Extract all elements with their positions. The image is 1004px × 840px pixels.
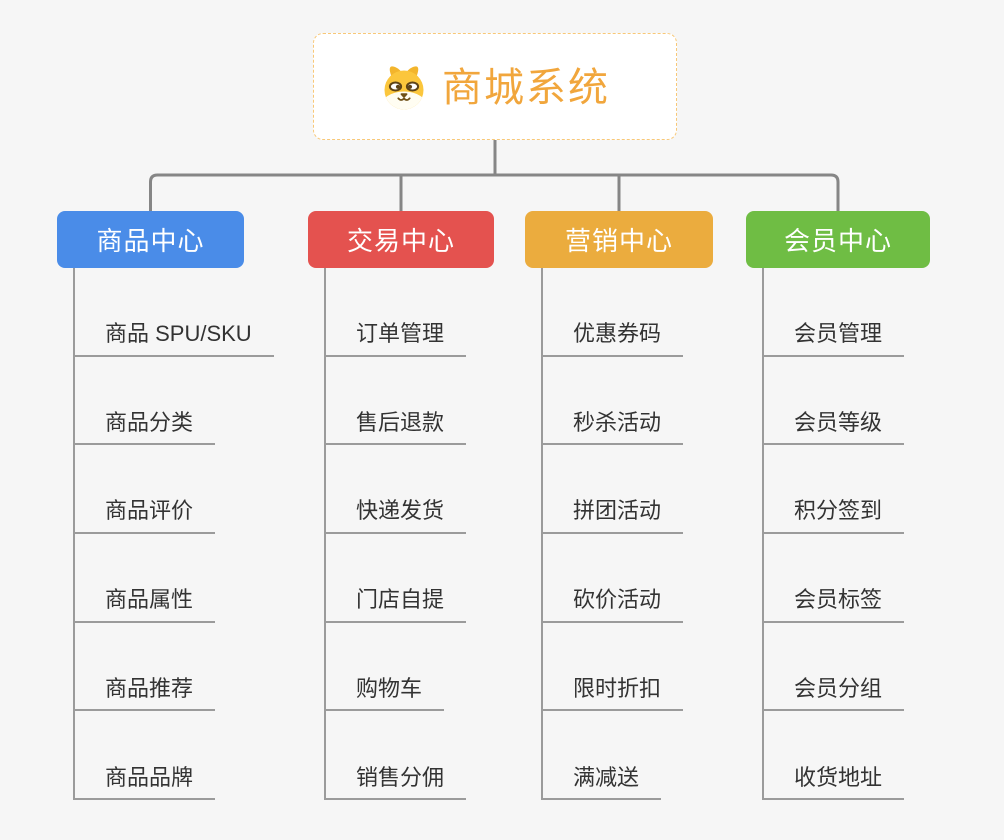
leaf-node-label: 满减送 — [573, 764, 640, 790]
leaf-node-label: 会员等级 — [794, 409, 883, 435]
leaf-row: 快递发货 — [326, 445, 467, 535]
leaf-node-label: 快递发货 — [356, 498, 445, 524]
leaf-node-label: 优惠券码 — [573, 321, 662, 347]
leaf-node-label: 会员标签 — [794, 587, 883, 613]
branch-node-marketing[interactable]: 营销中心 — [525, 211, 713, 268]
leaf-node[interactable]: 限时折扣 — [543, 675, 684, 712]
leaf-node[interactable]: 会员标签 — [764, 586, 905, 623]
leaf-node[interactable]: 商品属性 — [75, 586, 216, 623]
leaf-row: 商品属性 — [75, 534, 274, 623]
leaf-node-label: 商品品牌 — [105, 764, 194, 790]
leaf-row: 购物车 — [326, 623, 466, 712]
leaf-row: 积分签到 — [764, 445, 905, 535]
leaf-row: 会员管理 — [764, 268, 905, 357]
leaf-row: 商品推荐 — [75, 623, 274, 712]
leaf-node[interactable]: 商品推荐 — [75, 675, 216, 712]
leaf-node-label: 售后退款 — [356, 409, 445, 435]
leaf-row: 会员分组 — [764, 623, 905, 712]
leaf-node-label: 积分签到 — [794, 498, 883, 524]
leaf-node[interactable]: 满减送 — [543, 764, 662, 801]
leaf-node[interactable]: 积分签到 — [764, 497, 905, 535]
leaf-row: 优惠券码 — [543, 268, 684, 357]
leaf-row: 商品 SPU/SKU — [75, 268, 274, 357]
leaf-node-label: 会员分组 — [794, 675, 883, 701]
leaf-node[interactable]: 购物车 — [326, 675, 445, 712]
branch-node-label: 营销中心 — [564, 226, 673, 256]
leaf-row: 砍价活动 — [543, 534, 684, 623]
root-title: 商城系统 — [442, 65, 610, 110]
leaf-node-label: 商品分类 — [105, 409, 194, 435]
leaf-node-label: 秒杀活动 — [573, 409, 662, 435]
leaf-row: 满减送 — [543, 711, 683, 801]
leaf-node-label: 商品属性 — [105, 587, 194, 613]
leaf-row: 售后退款 — [326, 357, 467, 446]
leaf-node-label: 商品 SPU/SKU — [105, 321, 252, 347]
leaf-node[interactable]: 售后退款 — [326, 409, 467, 446]
leaf-node-label: 拼团活动 — [573, 498, 662, 524]
branch-node-label: 交易中心 — [346, 226, 455, 256]
branch-node-member[interactable]: 会员中心 — [746, 211, 930, 268]
branch-children-marketing: 优惠券码秒杀活动拼团活动砍价活动限时折扣满减送 — [541, 268, 684, 801]
leaf-node[interactable]: 收货地址 — [764, 764, 905, 801]
leaf-node[interactable]: 订单管理 — [326, 320, 467, 357]
leaf-row: 商品分类 — [75, 357, 274, 446]
leaf-node[interactable]: 门店自提 — [326, 586, 467, 623]
leaf-row: 门店自提 — [326, 534, 467, 623]
leaf-row: 商品品牌 — [75, 711, 274, 801]
leaf-node-label: 购物车 — [356, 675, 423, 701]
leaf-node[interactable]: 秒杀活动 — [543, 409, 684, 446]
leaf-node-label: 商品推荐 — [105, 675, 194, 701]
branch-node-label: 商品中心 — [96, 226, 205, 256]
leaf-node[interactable]: 销售分佣 — [326, 764, 467, 801]
root-node[interactable]: 商城系统 — [313, 33, 677, 140]
leaf-row: 销售分佣 — [326, 711, 467, 801]
leaf-node-label: 砍价活动 — [573, 587, 662, 613]
leaf-row: 会员等级 — [764, 357, 905, 446]
leaf-node[interactable]: 商品评价 — [75, 497, 216, 535]
branch-children-trade: 订单管理售后退款快递发货门店自提购物车销售分佣 — [324, 268, 467, 801]
leaf-node[interactable]: 会员等级 — [764, 409, 905, 446]
leaf-row: 秒杀活动 — [543, 357, 684, 446]
leaf-node[interactable]: 商品分类 — [75, 409, 216, 446]
leaf-node-label: 订单管理 — [356, 321, 445, 347]
branch-node-trade[interactable]: 交易中心 — [308, 211, 494, 268]
leaf-node-label: 限时折扣 — [573, 675, 662, 701]
leaf-node-label: 销售分佣 — [356, 764, 445, 790]
leaf-node[interactable]: 商品品牌 — [75, 764, 216, 801]
leaf-node-label: 商品评价 — [105, 498, 194, 524]
leaf-node[interactable]: 砍价活动 — [543, 586, 684, 623]
leaf-row: 收货地址 — [764, 711, 905, 801]
leaf-row: 会员标签 — [764, 534, 905, 623]
leaf-row: 限时折扣 — [543, 623, 684, 712]
branch-children-member: 会员管理会员等级积分签到会员标签会员分组收货地址 — [762, 268, 905, 801]
leaf-node-label: 门店自提 — [356, 587, 445, 613]
leaf-node-label: 收货地址 — [794, 764, 883, 790]
leaf-row: 商品评价 — [75, 445, 274, 535]
branch-children-goods: 商品 SPU/SKU 商品分类商品评价商品属性商品推荐商品品牌 — [73, 268, 274, 801]
branch-rail-line — [149, 173, 840, 211]
leaf-row: 订单管理 — [326, 268, 467, 357]
dog-face-icon — [384, 65, 424, 109]
leaf-node[interactable]: 拼团活动 — [543, 497, 684, 535]
leaf-node[interactable]: 商品 SPU/SKU — [75, 320, 274, 357]
leaf-node[interactable]: 优惠券码 — [543, 320, 684, 357]
leaf-node[interactable]: 会员管理 — [764, 320, 905, 357]
branch-node-label: 会员中心 — [783, 226, 892, 256]
leaf-row: 拼团活动 — [543, 445, 684, 535]
leaf-node-label: 会员管理 — [794, 321, 883, 347]
branch-node-goods[interactable]: 商品中心 — [57, 211, 244, 268]
leaf-node[interactable]: 会员分组 — [764, 675, 905, 712]
leaf-node[interactable]: 快递发货 — [326, 497, 467, 535]
